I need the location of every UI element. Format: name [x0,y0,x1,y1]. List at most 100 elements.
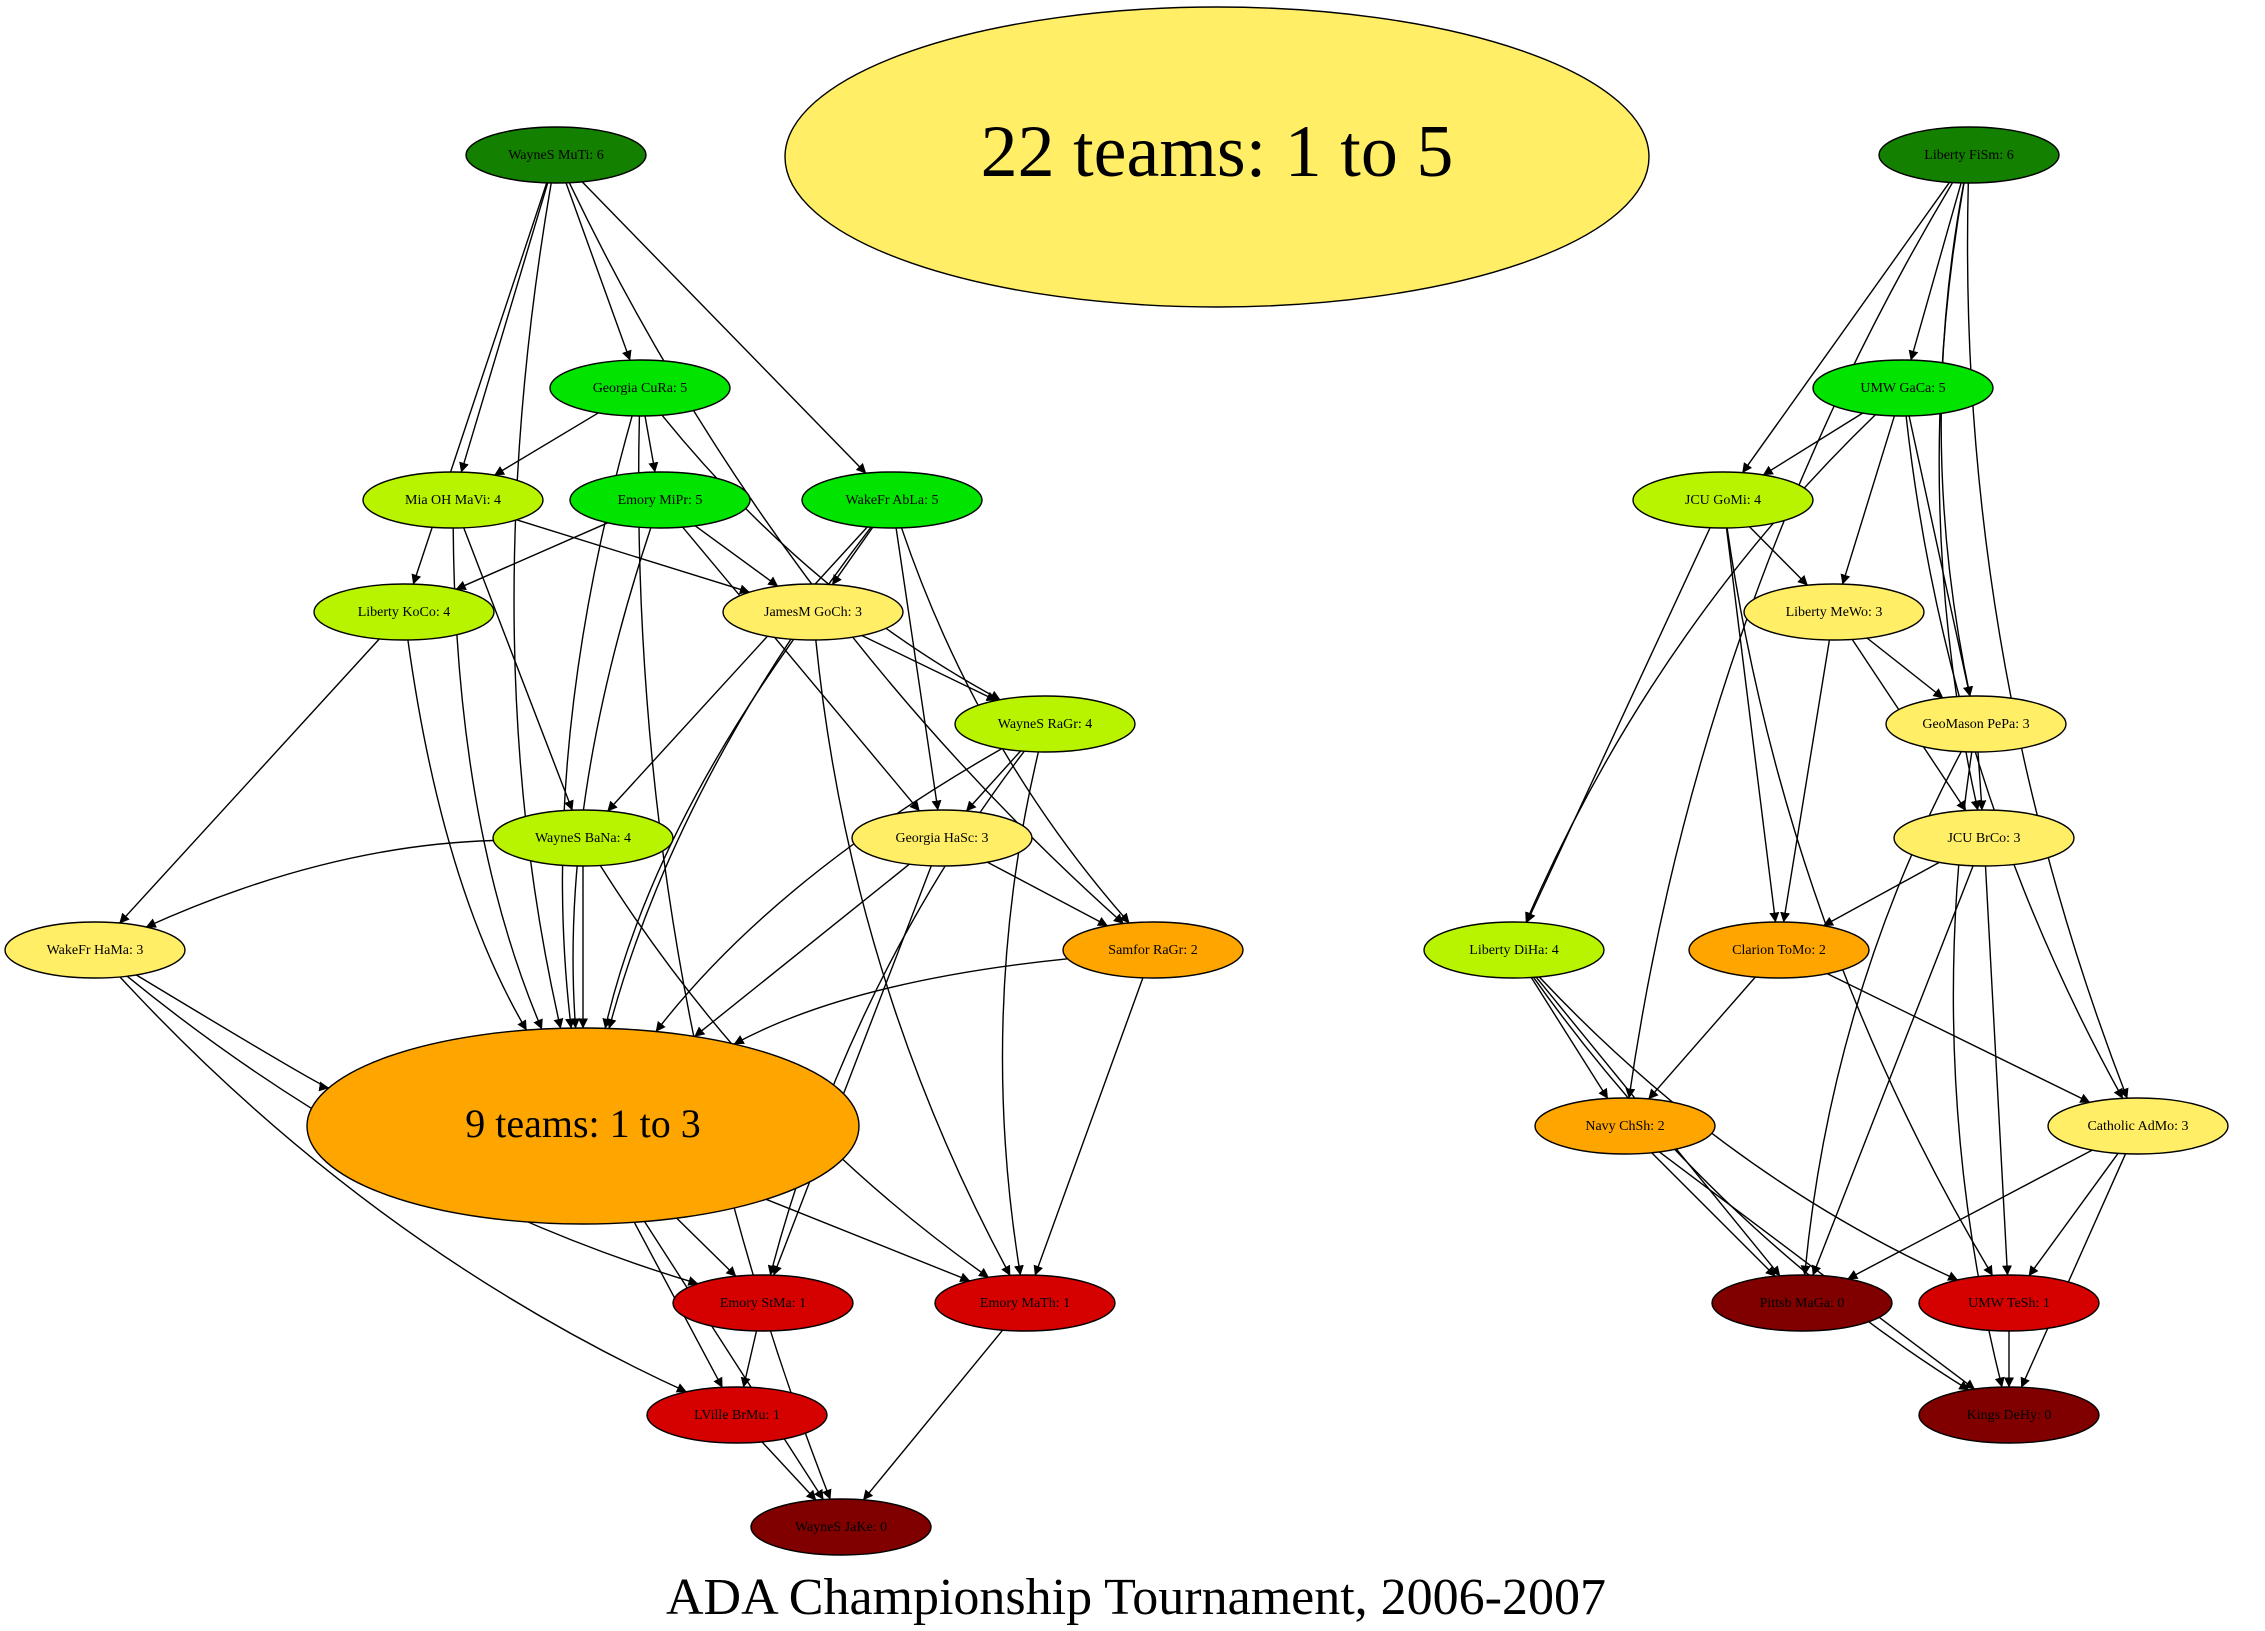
team-node-ellipse [492,809,674,867]
cluster-ellipse [306,1027,860,1225]
team-node-label: WakeFr HaMa: 3 [47,943,144,958]
team-node-label: LVille BrMu: 1 [694,1408,780,1423]
edge-emory_math-to-wayne_jake [862,1329,1004,1501]
team-node-catholic_admo: Catholic AdMo: 3 [2047,1097,2229,1155]
team-node-ellipse [1534,1097,1716,1155]
team-node-label: WayneS BaNa: 4 [535,831,631,846]
team-node-label: WakeFr AbLa: 5 [846,493,939,508]
team-node-label: Emory StMa: 1 [720,1296,806,1311]
team-node-mia_mavi: Mia OH MaVi: 4 [362,471,544,529]
team-node-wayne_jake: WayneS JaKe: 0 [750,1498,932,1556]
edge-umw_gaca-to-liberty_diha [1525,414,1876,923]
team-node-wayne_ragr: WayneS RaGr: 4 [954,695,1136,753]
team-node-label: Navy ChSh: 2 [1585,1119,1664,1134]
team-node-label: Liberty DiHa: 4 [1469,943,1558,958]
team-node-wakefr_abla: WakeFr AbLa: 5 [801,471,983,529]
edge-wayne_muti-to-liberty_koco [411,182,548,585]
edge-wayne_muti-to-mia_mavi [459,182,549,473]
team-node-wayne_bana: WayneS BaNa: 4 [492,809,674,867]
team-node-georgia_hasc: Georgia HaSc: 3 [851,809,1033,867]
edge-samfor_ragr-to-cluster [733,958,1068,1045]
edge-navy_chsh-to-pittsb_maga [1651,1152,1776,1277]
team-node-ellipse [1918,1274,2100,1332]
edge-wayne_bana-to-wakefr_hama [145,839,494,928]
edge-clarion_tomo-to-catholic_admo [1826,972,2091,1104]
edge-wayne_ragr-to-cluster [655,747,1003,1032]
team-node-ellipse [851,809,1033,867]
edge-mia_mavi-to-jamesm_goch [516,519,750,595]
team-node-label: UMW TeSh: 1 [1968,1296,2050,1311]
summary-label: 22 teams: 1 to 5 [981,111,1454,193]
team-node-ellipse [1878,126,2060,184]
cluster-node: 9 teams: 1 to 3 [306,1027,860,1225]
team-node-ellipse [1688,921,1870,979]
team-node-ellipse [1743,583,1925,641]
edge-liberty_fism-to-umw_gaca [1908,182,1962,361]
edge-liberty_fism-to-geomason_pepa [1940,182,1974,697]
edge-wayne_muti-to-cluster [513,182,564,1029]
edge-umw_gaca-to-liberty_mewo [1840,415,1896,585]
team-node-label: Georgia CuRa: 5 [593,381,688,396]
team-node-ellipse [362,471,544,529]
team-node-label: Mia OH MaVi: 4 [405,493,501,508]
edge-wakefr_abla-to-georgia_hasc [895,527,942,811]
team-node-label: Liberty MeWo: 3 [1786,605,1883,620]
edge-jamesm_goch-to-emory_math [815,639,1011,1276]
edge-clarion_tomo-to-navy_chsh [1648,976,1756,1100]
team-node-emory_mipr: Emory MiPr: 5 [569,471,751,529]
edge-catholic_admo-to-umw_tesh [2028,1152,2119,1277]
team-node-ellipse [722,583,904,641]
edge-liberty_mewo-to-geomason_pepa [1866,637,1944,699]
edge-georgia_cura-to-wayne_jake [637,415,832,1500]
edge-georgia_cura-to-wayne_ragr [661,414,1001,701]
team-node-emory_stma: Emory StMa: 1 [672,1274,854,1332]
team-node-ellipse [672,1274,854,1332]
edge-cluster-to-emory_stma [675,1217,737,1277]
edge-liberty_diha-to-kings_dehy [1532,976,1970,1391]
team-node-label: WayneS RaGr: 4 [998,717,1093,732]
team-node-ellipse [313,583,495,641]
team-node-ellipse [750,1498,932,1556]
edge-catholic_admo-to-pittsb_maga [1847,1149,2093,1280]
edge-liberty_diha-to-umw_tesh [1538,976,1959,1281]
team-node-label: Liberty KoCo: 4 [358,605,451,620]
team-node-label: Catholic AdMo: 3 [2087,1119,2188,1134]
edge-mia_mavi-to-wayne_bana [463,527,574,811]
edge-emory_stma-to-lville_brmu [740,1330,758,1388]
team-node-ellipse [1918,1386,2100,1444]
edge-jamesm_goch-to-wayne_ragr [861,634,997,702]
team-node-liberty_koco: Liberty KoCo: 4 [313,583,495,641]
team-node-kings_dehy: Kings DeHy: 0 [1918,1386,2100,1444]
team-node-liberty_fism: Liberty FiSm: 6 [1878,126,2060,184]
edge-geomason_pepa-to-jcu_brco [1976,751,1987,811]
team-node-georgia_cura: Georgia CuRa: 5 [549,359,731,417]
team-node-pittsb_maga: Pittsb MaGa: 0 [1711,1274,1893,1332]
team-node-navy_chsh: Navy ChSh: 2 [1534,1097,1716,1155]
team-node-label: Samfor RaGr: 2 [1108,943,1197,958]
team-node-samfor_ragr: Samfor RaGr: 2 [1062,921,1244,979]
edge-georgia_hasc-to-cluster [694,863,910,1037]
summary-node: 22 teams: 1 to 5 [784,6,1650,308]
edge-catholic_admo-to-kings_dehy [2020,1153,2127,1388]
edge-emory_mipr-to-georgia_hasc [682,526,920,812]
edge-liberty_fism-to-jcu_gomi [1741,181,1951,474]
team-node-jamesm_goch: JamesM GoCh: 3 [722,583,904,641]
team-node-label: Emory MaTh: 1 [980,1296,1070,1311]
edge-emory_mipr-to-jamesm_goch [694,525,779,587]
team-node-label: WayneS JaKe: 0 [795,1520,887,1535]
edge-wayne_ragr-to-emory_math [1001,751,1040,1276]
edge-georgia_cura-to-emory_mipr [644,415,659,473]
team-node-ellipse [1812,359,1994,417]
edge-jcu_brco-to-umw_tesh [1984,865,2012,1276]
edge-umw_gaca-to-catholic_admo [1905,415,2124,1099]
team-node-ellipse [1632,471,1814,529]
team-node-label: JamesM GoCh: 3 [764,605,862,620]
edge-samfor_ragr-to-emory_math [1033,977,1144,1276]
team-node-ellipse [549,359,731,417]
team-node-emory_math: Emory MaTh: 1 [934,1274,1116,1332]
edge-wayne_ragr-to-georgia_hasc [965,750,1022,812]
edge-wakefr_abla-to-jamesm_goch [831,526,874,586]
edge-jcu_gomi-to-clarion_tomo [1725,527,1780,923]
edge-cluster-to-wayne_jake [643,1221,824,1500]
